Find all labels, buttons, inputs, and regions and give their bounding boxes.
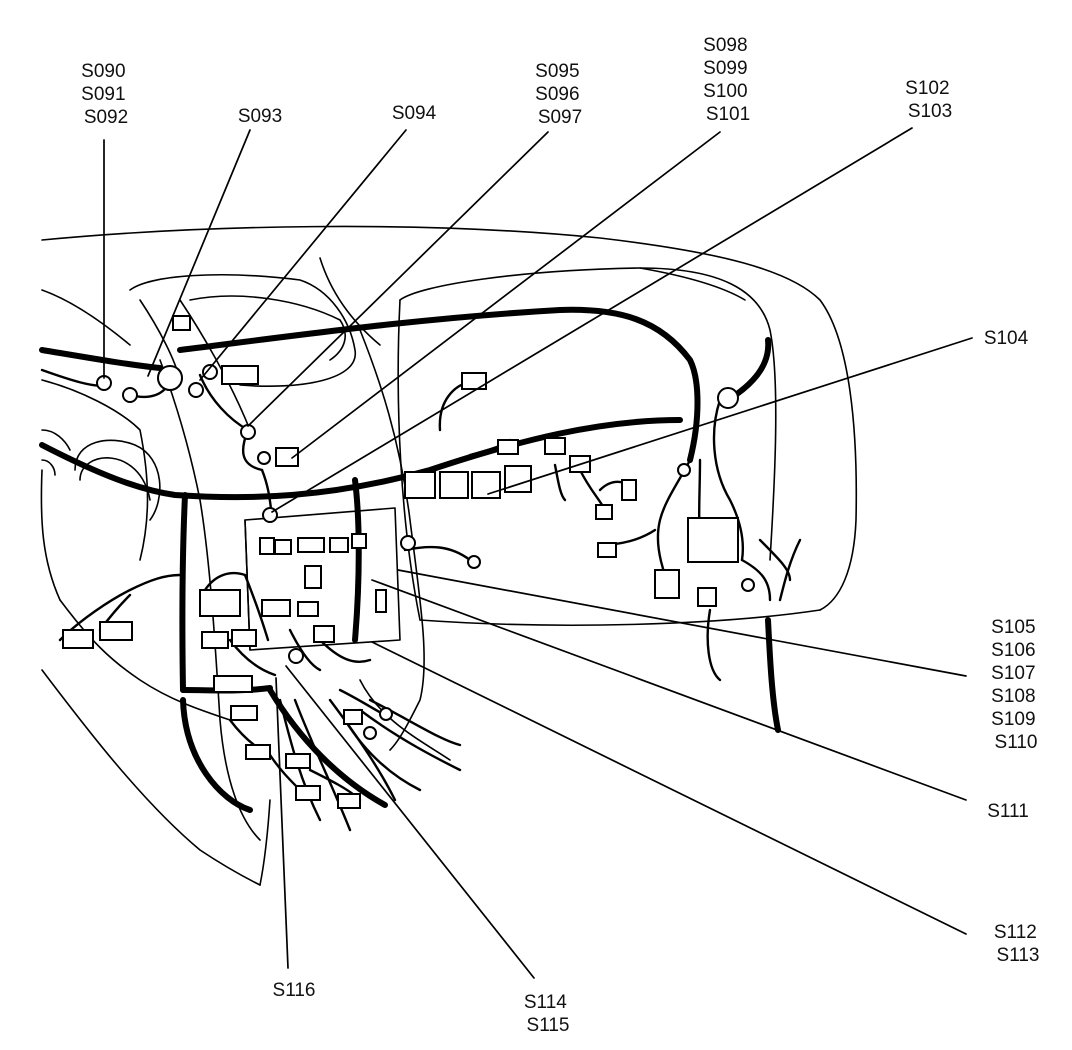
callout-line: S092 [84, 107, 128, 128]
callout-line: S101 [706, 104, 750, 125]
leader-s114 [285, 665, 535, 979]
callout-s111: S111 [987, 801, 1029, 822]
leader-s104 [487, 337, 973, 495]
callout-line: S114 [524, 992, 567, 1013]
callout-line: S096 [535, 84, 579, 105]
callout-s095: S095 S096 S097 [535, 61, 585, 128]
leader-s102 [271, 127, 913, 513]
callout-line: S112 [994, 922, 1037, 943]
callout-line: S094 [392, 103, 437, 124]
leader-s098 [291, 131, 721, 459]
leader-s116 [275, 677, 289, 969]
callout-line: S103 [908, 101, 952, 122]
callout-line: S113 [997, 945, 1040, 966]
callout-line: S091 [81, 84, 125, 105]
leader-s094 [199, 129, 407, 381]
callout-line: S108 [991, 686, 1035, 707]
callout-line: S093 [238, 106, 282, 127]
callout-line: S097 [538, 107, 582, 128]
callout-line: S107 [991, 663, 1035, 684]
leader-s095 [247, 131, 549, 427]
leader-s111 [371, 579, 967, 801]
callout-line: S102 [905, 78, 949, 99]
callout-line: S106 [991, 640, 1035, 661]
callout-line: S105 [991, 617, 1035, 638]
callout-line: S116 [273, 980, 316, 1001]
callout-line: S109 [991, 709, 1035, 730]
callout-line: S111 [987, 801, 1029, 822]
callout-line: S104 [984, 328, 1029, 349]
callout-line: S110 [995, 732, 1038, 753]
connectors [62, 315, 739, 809]
callout-s112: S112 S113 [994, 922, 1042, 966]
gauge-openings [41, 429, 161, 521]
callout-s104: S104 [984, 328, 1029, 349]
leader-s105 [397, 569, 967, 677]
leader-lines [103, 127, 973, 979]
callout-s116: S116 [273, 980, 316, 1001]
callout-s093: S093 [238, 106, 282, 127]
leader-s093 [147, 129, 251, 377]
callout-s094: S094 [392, 103, 437, 124]
callout-line: S098 [703, 35, 747, 56]
callout-s090: S090 S091 S092 [81, 61, 131, 128]
callout-s105: S105 S106 S107 S108 S109 S110 [991, 617, 1041, 753]
branch-wires [40, 368, 802, 832]
callout-s098: S098 S099 S100 S101 [703, 35, 753, 125]
callout-s114: S114 S115 [524, 992, 572, 1036]
leader-s112 [371, 641, 967, 935]
callout-line: S090 [81, 61, 125, 82]
callout-line: S099 [703, 58, 747, 79]
callout-labels: S090 S091 S092 S093 S094 S095 S096 S097 … [81, 35, 1042, 1036]
callout-s102: S102 S103 [905, 78, 955, 122]
junction-block [244, 507, 401, 651]
callout-line: S115 [527, 1015, 570, 1036]
callout-line: S100 [703, 81, 747, 102]
callout-line: S095 [535, 61, 579, 82]
